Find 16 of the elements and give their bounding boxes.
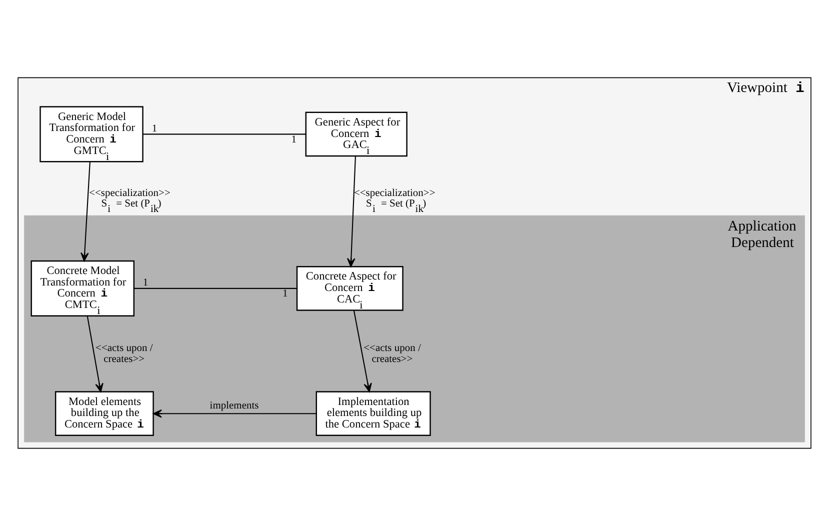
arrow <box>86 315 104 392</box>
label: 1 <box>152 123 158 134</box>
connector <box>134 287 297 288</box>
node-box: Model elements building up the Concern Space i <box>54 390 154 436</box>
arrow <box>353 310 372 392</box>
arrow <box>152 408 316 418</box>
arrow <box>80 161 90 261</box>
label: 1 <box>291 134 296 145</box>
edge-label: implements <box>210 400 259 411</box>
label: 1 <box>282 288 288 300</box>
node-box: Implementation elements building up the Concern Space i <box>316 390 431 436</box>
connector <box>142 133 306 134</box>
arrow <box>346 156 356 267</box>
edge-label: <<acts upon / creates>> <box>96 342 153 365</box>
label: 1 <box>142 277 148 288</box>
edge-label: <<acts upon / creates>> <box>364 342 421 365</box>
